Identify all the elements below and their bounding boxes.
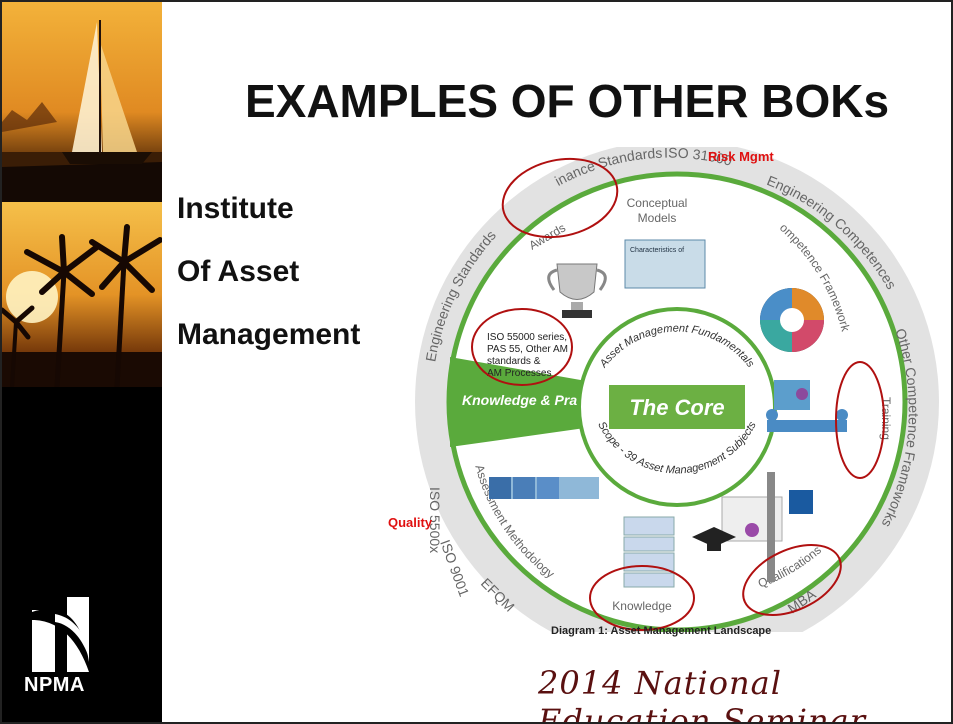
iso-box-line-3: standards & [487, 356, 541, 367]
iso-box-line-2: PAS 55, Other AM [487, 344, 568, 355]
organization-line-1: Institute [177, 192, 294, 225]
trophy-icon [547, 263, 607, 318]
training-label: Training [879, 397, 893, 440]
risk-mgmt-annotation: Risk Mgmt [708, 149, 774, 164]
knowledge-practices-wedge [450, 357, 592, 447]
organization-line-2: Of Asset [177, 255, 300, 288]
iso-5500x-label: ISO 5500x [427, 487, 443, 553]
training-highlight [835, 361, 885, 479]
iso-box-line-1: ISO 55000 series, [487, 332, 567, 343]
conceptual-models-line-2: Models [638, 211, 677, 225]
knowledge-stack-icon [623, 516, 675, 588]
knowledge-highlight [589, 565, 695, 631]
iso-55000-highlight [471, 308, 573, 386]
competence-wheel-icon [760, 288, 824, 352]
characteristics-title: Characteristics of [630, 247, 684, 254]
qualifications-icon [692, 472, 813, 582]
knowledge-label: Knowledge [612, 599, 672, 613]
green-ring [446, 171, 908, 632]
core-label: The Core [629, 395, 724, 420]
slide-title: EXAMPLES OF OTHER BOKs [244, 75, 890, 127]
finance-standards-highlight [501, 157, 619, 239]
npma-logo [32, 597, 89, 672]
qualifications-highlight [742, 544, 842, 616]
organization-line-3: Management [177, 318, 361, 351]
conceptual-models-line-1: Conceptual [627, 196, 688, 210]
iso-box-line-4: AM Processes [487, 368, 551, 379]
sailboat-sunset-photo [2, 2, 162, 202]
palm-trees-sunset-photo [2, 202, 162, 387]
core-box [609, 385, 745, 429]
diagram-caption: Diagram 1: Asset Management Landscape [551, 625, 772, 637]
footer-seminar-title: 2014 National Education Seminar [538, 664, 867, 724]
characteristics-document [624, 239, 706, 289]
sidebar: NPMA [2, 2, 162, 722]
training-room-icon [766, 380, 848, 432]
process-bar-icon [489, 477, 599, 499]
quality-annotation: Quality [388, 515, 433, 530]
asset-management-landscape-diagram: Knowledge & Practices The Core Asset Man… [407, 147, 939, 632]
logo-text: NPMA [24, 674, 85, 696]
